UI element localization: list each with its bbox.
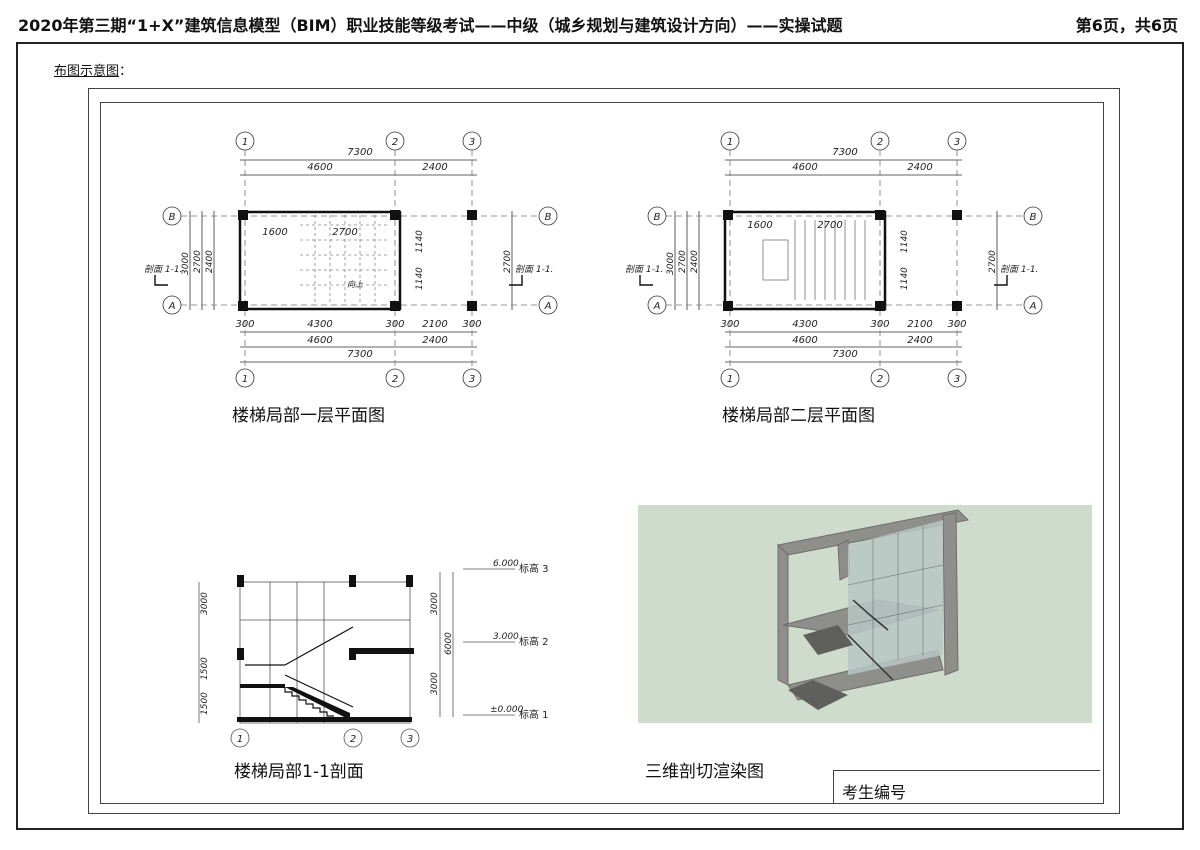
svg-text:7300: 7300 <box>832 147 857 158</box>
svg-text:A: A <box>544 301 552 312</box>
svg-text:2400: 2400 <box>422 162 447 173</box>
svg-text:300: 300 <box>385 319 404 330</box>
plan1-title: 楼梯局部一层平面图 <box>232 406 385 426</box>
render-title: 三维剖切渲染图 <box>645 762 764 782</box>
svg-text:3000: 3000 <box>200 592 210 615</box>
svg-text:2400: 2400 <box>907 162 932 173</box>
svg-text:2100: 2100 <box>907 319 932 330</box>
level-label-1: 标高 1 <box>519 708 549 721</box>
svg-text:7300: 7300 <box>347 147 372 158</box>
svg-text:1: 1 <box>727 374 733 385</box>
svg-text:2700: 2700 <box>678 250 688 273</box>
svg-text:3.000: 3.000 <box>493 632 519 642</box>
svg-text:3000: 3000 <box>666 252 676 275</box>
svg-text:剖面 1-1.: 剖面 1-1. <box>515 264 553 275</box>
svg-text:2700: 2700 <box>817 220 842 231</box>
svg-text:2400: 2400 <box>690 250 700 273</box>
svg-text:4600: 4600 <box>307 162 332 173</box>
svg-text:300: 300 <box>870 319 889 330</box>
level-label-2: 标高 2 <box>519 635 549 648</box>
grid-label-1: 1 <box>242 137 248 148</box>
svg-text:1: 1 <box>727 137 733 148</box>
svg-text:2: 2 <box>350 734 356 745</box>
candidate-number-box: 考生编号 <box>833 770 1100 804</box>
svg-text:剖面 1-1.: 剖面 1-1. <box>625 264 663 275</box>
svg-text:7300: 7300 <box>832 349 857 360</box>
svg-text:3: 3 <box>469 374 475 385</box>
svg-text:3: 3 <box>954 137 960 148</box>
drawing-sheet-border <box>88 88 1120 814</box>
page-number: 第6页，共6页 <box>1075 16 1178 35</box>
svg-text:2700: 2700 <box>503 250 513 273</box>
svg-text:剖面 1-1.: 剖面 1-1. <box>1000 264 1038 275</box>
svg-text:1140: 1140 <box>900 230 910 253</box>
svg-text:向上: 向上 <box>347 280 364 289</box>
svg-text:B: B <box>169 212 176 223</box>
svg-text:±0.000: ±0.000 <box>490 705 524 715</box>
svg-text:300: 300 <box>947 319 966 330</box>
svg-text:300: 300 <box>720 319 739 330</box>
svg-text:剖面 1-1.: 剖面 1-1. <box>144 264 182 275</box>
svg-text:4600: 4600 <box>792 335 817 346</box>
svg-text:4300: 4300 <box>792 319 817 330</box>
level-label-3: 标高 3 <box>519 562 549 575</box>
svg-text:3000: 3000 <box>430 592 440 615</box>
svg-text:A: A <box>653 301 661 312</box>
svg-text:1140: 1140 <box>900 267 910 290</box>
svg-text:1: 1 <box>242 374 248 385</box>
svg-text:2700: 2700 <box>988 250 998 273</box>
svg-text:7300: 7300 <box>347 349 372 360</box>
svg-text:1: 1 <box>237 734 243 745</box>
grid-label-2: 2 <box>392 137 398 148</box>
svg-text:2: 2 <box>392 374 398 385</box>
svg-text:2400: 2400 <box>907 335 932 346</box>
layout-diagram-label: 布图示意图： <box>54 64 133 79</box>
svg-text:6000: 6000 <box>444 632 454 655</box>
svg-text:6.000: 6.000 <box>493 559 519 569</box>
svg-text:1600: 1600 <box>747 220 772 231</box>
grid-label-3: 3 <box>469 137 475 148</box>
svg-text:1500: 1500 <box>200 692 210 715</box>
svg-text:1140: 1140 <box>415 267 425 290</box>
svg-text:4300: 4300 <box>307 319 332 330</box>
svg-text:A: A <box>1029 301 1037 312</box>
3d-section-render <box>638 505 1092 723</box>
svg-text:2: 2 <box>877 374 883 385</box>
svg-text:2700: 2700 <box>193 250 203 273</box>
stair-first-floor-plan: 1 2 3 1 2 3 B A B A 7300 4600 2400 300 4… <box>144 131 558 388</box>
svg-text:1600: 1600 <box>262 227 287 238</box>
stair-second-floor-plan: 1 2 3 1 2 3 B A B A 7300 4600 2400 300 4… <box>625 131 1043 388</box>
svg-text:B: B <box>654 212 661 223</box>
outer-frame <box>16 42 1184 830</box>
svg-text:A: A <box>168 301 176 312</box>
svg-text:4600: 4600 <box>307 335 332 346</box>
svg-text:2100: 2100 <box>422 319 447 330</box>
plan2-title: 楼梯局部二层平面图 <box>722 406 875 426</box>
svg-text:3000: 3000 <box>430 672 440 695</box>
svg-text:2400: 2400 <box>205 250 215 273</box>
candidate-number-label: 考生编号 <box>842 783 907 802</box>
svg-text:2400: 2400 <box>422 335 447 346</box>
svg-text:300: 300 <box>235 319 254 330</box>
svg-text:3: 3 <box>407 734 413 745</box>
stair-section-1-1: 3000 1500 1500 3000 3000 6000 6.000 3.00… <box>198 559 549 748</box>
svg-text:2: 2 <box>877 137 883 148</box>
svg-text:1140: 1140 <box>415 230 425 253</box>
svg-text:B: B <box>1030 212 1037 223</box>
svg-text:300: 300 <box>462 319 481 330</box>
svg-text:3: 3 <box>954 374 960 385</box>
page-header-title: 2020年第三期“1+X”建筑信息模型（BIM）职业技能等级考试——中级（城乡规… <box>18 16 843 35</box>
svg-text:B: B <box>545 212 552 223</box>
drawing-sheet-inner-border <box>100 102 1104 804</box>
svg-text:1500: 1500 <box>200 657 210 680</box>
svg-text:3000: 3000 <box>181 252 191 275</box>
svg-text:4600: 4600 <box>792 162 817 173</box>
svg-text:2700: 2700 <box>332 227 357 238</box>
section-title: 楼梯局部1-1剖面 <box>234 762 364 782</box>
